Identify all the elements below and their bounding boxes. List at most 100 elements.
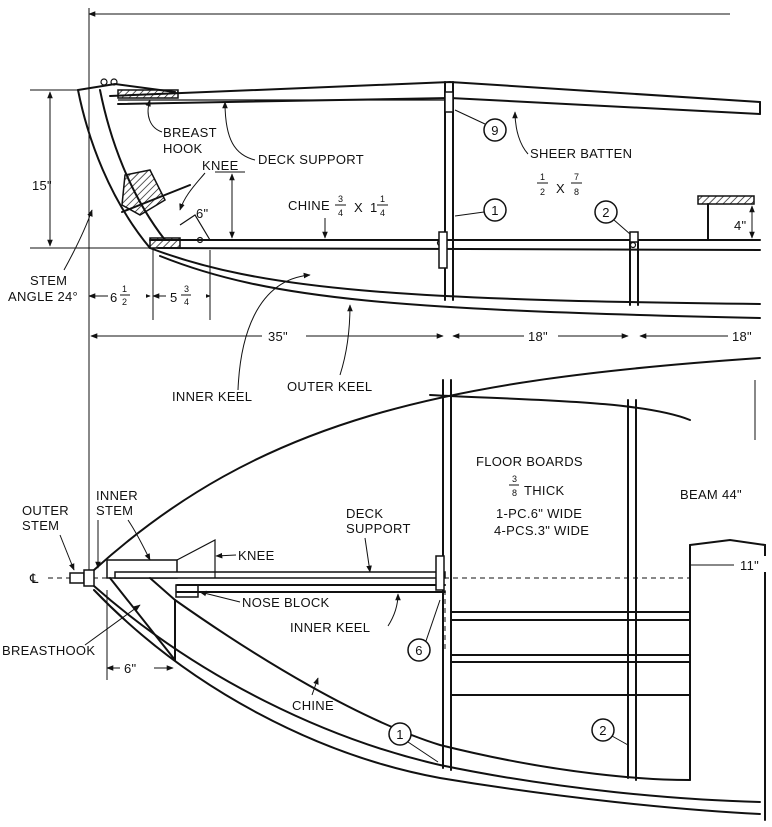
leader-line xyxy=(311,677,319,696)
breasthook-label: BREASTHOOK xyxy=(2,643,95,658)
nose-block-label: NOSE BLOCK xyxy=(242,595,330,610)
deck-support-plan xyxy=(114,571,446,579)
fraction-denominator: 8 xyxy=(574,187,579,197)
leader-line xyxy=(179,172,206,211)
dim-label-bg xyxy=(734,556,766,572)
leader-line xyxy=(127,519,151,561)
stem-angle-label-2: ANGLE 24° xyxy=(8,289,78,304)
fraction-numerator: 3 xyxy=(338,194,343,204)
knee-label: KNEE xyxy=(202,158,239,173)
stem-head-fitting-icon xyxy=(110,78,118,86)
callout-6 xyxy=(407,638,431,662)
dim-11-label: 11" xyxy=(740,558,759,573)
fraction-denominator: 2 xyxy=(122,297,127,307)
plan-view: ℄ xyxy=(2,357,766,821)
leader-line xyxy=(215,552,237,559)
inner-keel-label: INNER KEEL xyxy=(172,389,252,404)
outer-stem-profile xyxy=(77,89,151,249)
breast-hook-label-1: BREAST xyxy=(163,125,217,140)
callout-2-top-label: 2 xyxy=(602,205,610,220)
sheer-curve-plan xyxy=(93,357,761,571)
sheer-batten-top xyxy=(109,80,761,103)
fraction-denominator: 4 xyxy=(380,208,385,218)
fraction-numerator: 1 xyxy=(380,194,385,204)
hull-curve-outer xyxy=(93,585,761,803)
inner-stem-label-1: INNER xyxy=(96,488,138,503)
chine-label: CHINE xyxy=(288,198,330,213)
times-symbol: X xyxy=(556,181,565,196)
outer-stem-label-1: OUTER xyxy=(22,503,69,518)
leader-line xyxy=(512,111,529,155)
dim-label-bg xyxy=(728,328,766,344)
leader-line xyxy=(454,109,486,125)
leader-line xyxy=(339,304,353,376)
leader-line xyxy=(611,735,629,746)
fastener-icon xyxy=(629,241,637,249)
floor-boards-label-1: FLOOR BOARDS xyxy=(476,454,583,469)
callout-9 xyxy=(483,118,507,142)
dim-label-bg xyxy=(120,660,154,676)
leader-line xyxy=(63,209,93,271)
leader-line xyxy=(425,599,441,642)
beam-label: BEAM 44" xyxy=(680,487,742,502)
callout-1-top xyxy=(483,198,507,222)
frame-1-chine-block xyxy=(438,231,448,269)
leader-line xyxy=(613,219,631,235)
frame-top-curve xyxy=(429,394,691,421)
sheer-batten-label: SHEER BATTEN xyxy=(530,146,632,161)
fraction-denominator: 4 xyxy=(338,208,343,218)
floor-boards-label-4: 4-PCS.3" WIDE xyxy=(494,523,589,538)
outer-keel-label: OUTER KEEL xyxy=(287,379,372,394)
inner-stem-label-2: STEM xyxy=(96,503,133,518)
dim-6-plan-label: 6" xyxy=(124,661,137,676)
leader-line xyxy=(364,537,372,573)
chine-plan-label: CHINE xyxy=(292,698,334,713)
fraction-denominator: 8 xyxy=(512,488,517,498)
floor-boards-label-2: THICK xyxy=(524,483,565,498)
deck-support-plan-label-2: SUPPORT xyxy=(346,521,411,536)
fraction-numerator: 1 xyxy=(122,284,127,294)
inner-stem-block xyxy=(83,569,95,587)
fraction-numerator: 3 xyxy=(512,474,517,484)
callout-1-top-label: 1 xyxy=(491,203,499,218)
dim-35-label: 35" xyxy=(268,329,288,344)
leader-line xyxy=(407,741,439,763)
dim-18a-label: 18" xyxy=(528,329,548,344)
fraction-denominator: 4 xyxy=(184,297,189,307)
fraction-numerator: 1 xyxy=(540,172,545,182)
chine-bottom xyxy=(157,247,761,251)
stem-angle-label-1: STEM xyxy=(30,273,67,288)
knee-plan-label: KNEE xyxy=(238,548,275,563)
leader-line xyxy=(59,534,75,571)
inner-keel-profile xyxy=(149,247,761,305)
nose-detail xyxy=(179,214,211,241)
callout-1-bottom-label: 1 xyxy=(396,727,404,742)
dim-label-bg xyxy=(166,282,206,304)
leader-line xyxy=(454,211,485,217)
dim-label-bg xyxy=(524,328,558,344)
outer-keel-profile xyxy=(159,255,761,319)
callout-2-top xyxy=(594,200,618,224)
frame-1-block xyxy=(444,91,454,113)
outer-stem-label-2: STEM xyxy=(22,518,59,533)
deck-support-plan-label-1: DECK xyxy=(346,506,383,521)
fraction-denominator: 2 xyxy=(540,187,545,197)
callout-2-bottom-label: 2 xyxy=(599,723,607,738)
leader-line xyxy=(387,593,401,627)
knee-plan-shape xyxy=(176,539,216,578)
centerline-symbol: ℄ xyxy=(29,571,39,586)
inner-stem-profile xyxy=(99,89,166,241)
dim-18b-label: 18" xyxy=(732,329,752,344)
callout-9-label: 9 xyxy=(491,123,499,138)
hull-curve-outer-2 xyxy=(93,589,761,815)
frame-1-plan-block xyxy=(435,555,445,591)
knee-part xyxy=(121,169,166,216)
callout-1-bottom xyxy=(388,722,412,746)
stem-side-line xyxy=(149,577,176,601)
dim-label-bg xyxy=(262,328,306,344)
leader-line xyxy=(237,272,311,391)
chine-size-whole: 1 xyxy=(370,200,378,215)
fraction-numerator: 7 xyxy=(574,172,579,182)
deck-support-label: DECK SUPPORT xyxy=(258,152,364,167)
